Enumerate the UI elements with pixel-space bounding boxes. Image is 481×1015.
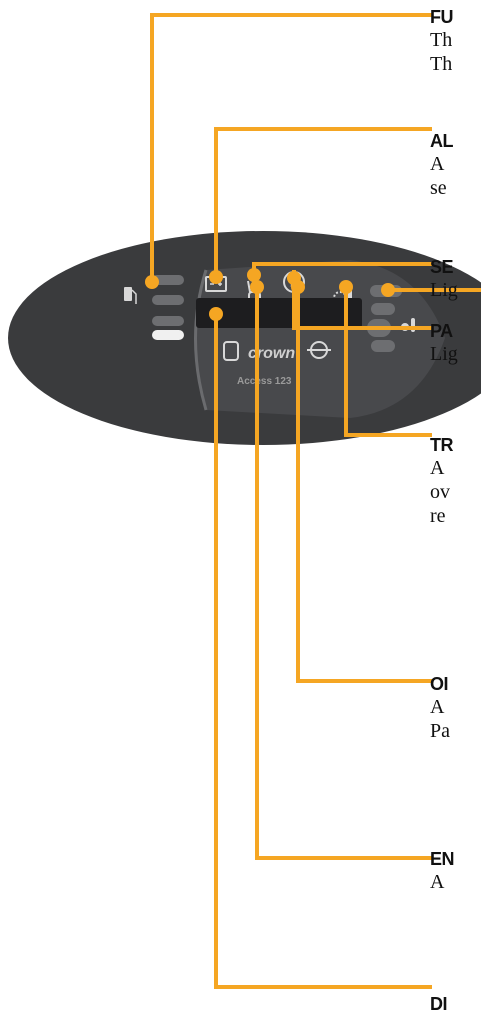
- leader-transmission: [344, 289, 432, 437]
- callout-seat-title: SE: [430, 257, 454, 277]
- callout-alarm: AL A se: [430, 130, 481, 200]
- callout-display: DI: [430, 993, 481, 1015]
- callout-engine: EN A: [430, 848, 481, 894]
- callout-alarm-line-2: se: [430, 177, 447, 199]
- leader-fuel: [150, 13, 432, 280]
- dot-fuel: [145, 275, 159, 289]
- steering-icon: [307, 341, 331, 359]
- fuel-bar-1: [152, 275, 184, 285]
- callout-park-line-1: Lig: [430, 343, 458, 365]
- callout-transmission-title: TR: [430, 435, 454, 455]
- dot-alarm: [209, 270, 223, 284]
- temp-bar-4[interactable]: [371, 340, 395, 352]
- callout-seat: SE Lig: [430, 256, 481, 302]
- callout-fuel-line-1: Th: [430, 29, 453, 51]
- callout-fuel: FU Th Th: [430, 6, 481, 76]
- callout-park-title: PA: [430, 321, 453, 341]
- dot-seat: [247, 268, 261, 282]
- dot-engine: [250, 280, 264, 294]
- fuel-bar-3: [152, 316, 184, 326]
- panel-inner: [195, 260, 445, 418]
- callout-fuel-line-2: Th: [430, 53, 453, 75]
- leader-display: [214, 312, 432, 989]
- callout-alarm-title: AL: [430, 131, 454, 151]
- callout-transmission: TR A ov re: [430, 434, 481, 528]
- hour-meter-icon: [223, 341, 239, 361]
- panel-divider: [194, 269, 208, 411]
- callout-alarm-line-1: A: [430, 153, 445, 175]
- callout-park: PA Lig: [430, 320, 481, 366]
- callout-fuel-title: FU: [430, 7, 454, 27]
- brand-logo: crown: [248, 345, 295, 362]
- callout-transmission-line-2: ov: [430, 481, 450, 503]
- temp-bar-2[interactable]: [371, 303, 395, 315]
- fuel-bar-4: [152, 330, 184, 340]
- callout-engine-line-1: A: [430, 871, 445, 893]
- dot-temp: [381, 283, 395, 297]
- callout-engine-title: EN: [430, 849, 455, 869]
- display-screen: [196, 298, 362, 328]
- fuel-gauge-icon: [124, 287, 137, 304]
- leader-oil: [296, 284, 432, 683]
- callout-transmission-line-1: A: [430, 457, 445, 479]
- callout-display-title: DI: [430, 994, 448, 1014]
- dot-transmission: [339, 280, 353, 294]
- callout-oil-line-2: Pa: [430, 720, 450, 742]
- model-text: Access 123: [237, 376, 292, 387]
- dot-display: [209, 307, 223, 321]
- leader-engine: [255, 281, 432, 860]
- callout-transmission-line-3: re: [430, 505, 446, 527]
- leader-alarm: [214, 127, 432, 280]
- callout-oil-title: OI: [430, 674, 449, 694]
- callout-oil-line-1: A: [430, 696, 445, 718]
- callout-seat-line-1: Lig: [430, 279, 458, 301]
- dot-oil: [291, 280, 305, 294]
- leader-dots: [145, 268, 395, 321]
- fuel-bar-2: [152, 295, 184, 305]
- callout-oil: OI A Pa: [430, 673, 481, 743]
